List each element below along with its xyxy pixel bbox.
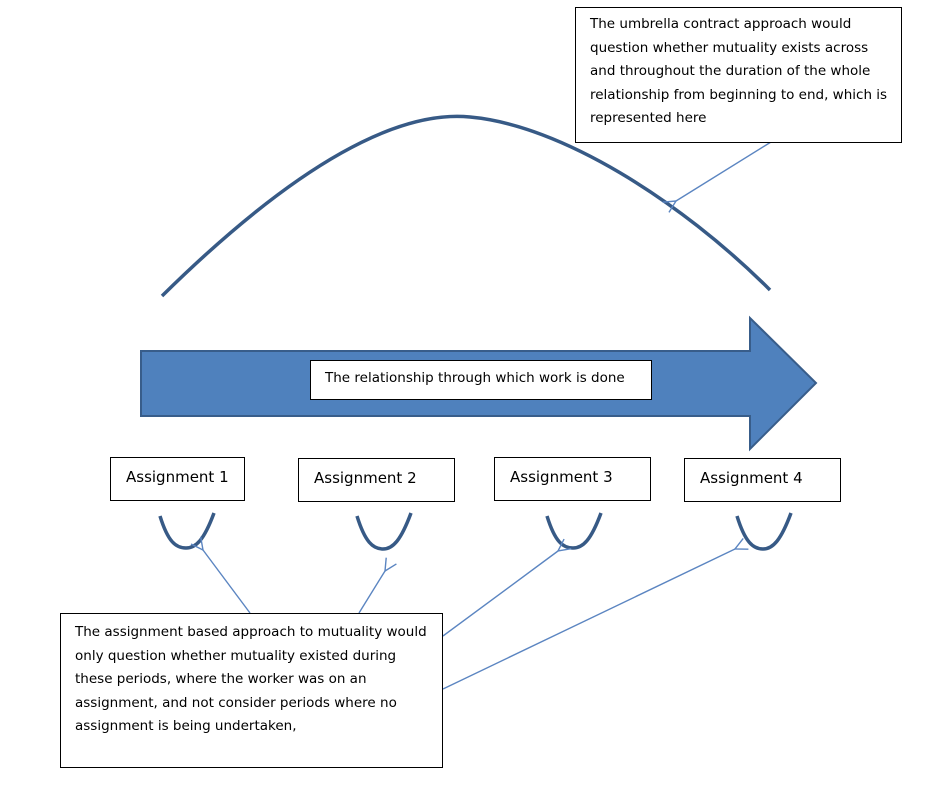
assignment-4-box: Assignment 4	[684, 458, 841, 502]
umbrella-approach-note: The umbrella contract approach would que…	[575, 7, 902, 143]
pointer-assignment-2	[358, 571, 385, 614]
relationship-label: The relationship through which work is d…	[310, 360, 652, 400]
pointer-assignment-1	[203, 550, 251, 614]
pointer-assignment-4	[442, 549, 735, 690]
pointer-umbrella	[676, 141, 772, 201]
pointer-assignment-3	[442, 551, 558, 637]
assignment-2-period	[355, 512, 413, 551]
assignment-4-period	[735, 512, 793, 551]
assignment-3-period	[545, 512, 603, 550]
assignment-3-box: Assignment 3	[494, 457, 651, 501]
assignment-1-box: Assignment 1	[110, 457, 245, 501]
assignment-2-box: Assignment 2	[298, 458, 455, 502]
relationship-arc	[160, 114, 772, 298]
assignment-approach-note: The assignment based approach to mutuali…	[60, 613, 443, 768]
assignment-1-period	[158, 512, 216, 550]
